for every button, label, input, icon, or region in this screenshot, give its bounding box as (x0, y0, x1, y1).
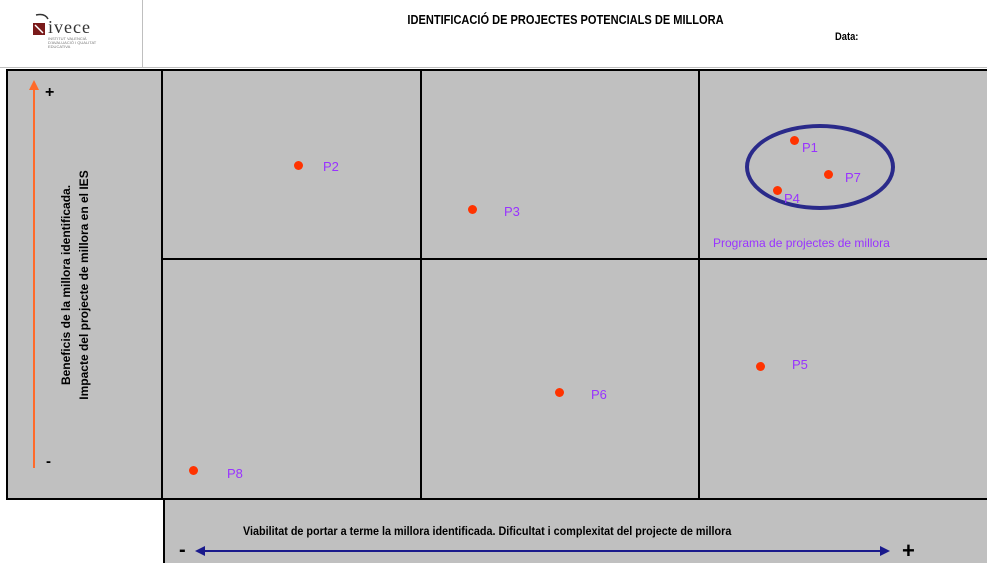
point-p6-marker (555, 388, 564, 397)
point-p4-marker (773, 186, 782, 195)
y-axis-title-line1: Beneficis de la millora identificada. (59, 184, 73, 386)
point-p3-label: P3 (504, 204, 520, 219)
x-axis-plus: + (902, 538, 915, 563)
y-axis-title: Beneficis de la millora identificada. Im… (57, 160, 97, 410)
y-axis-title-line2: Impacte del projecte de millora en el IE… (77, 170, 91, 400)
program-group-label: Programa de projectes de millora (713, 236, 890, 250)
logo-emblem-icon (33, 13, 49, 35)
point-p1-label: P1 (802, 140, 818, 155)
point-p8-label: P8 (227, 466, 243, 481)
y-axis-panel (6, 69, 163, 500)
header-divider (143, 67, 987, 68)
point-p2-label: P2 (323, 159, 339, 174)
y-axis-plus: + (45, 84, 55, 101)
page-title: IDENTIFICACIÓ DE PROJECTES POTENCIALS DE… (407, 12, 724, 27)
x-axis-arrow (195, 546, 890, 556)
point-p5-marker (756, 362, 765, 371)
program-group-ellipse (745, 124, 895, 210)
point-p8-marker (189, 466, 198, 475)
matrix-divider-v2 (698, 69, 700, 500)
logo-wordmark: ivece (48, 17, 91, 37)
point-p7-marker (824, 170, 833, 179)
point-p2-marker (294, 161, 303, 170)
x-axis-panel (163, 500, 987, 563)
x-axis-minus: - (179, 539, 186, 561)
point-p4-label: P4 (784, 191, 800, 206)
x-axis-title: Viabilitat de portar a terme la millora … (243, 524, 732, 538)
y-axis-minus: - (46, 453, 51, 470)
logo-cell (0, 0, 143, 68)
point-p1-marker (790, 136, 799, 145)
point-p6-label: P6 (591, 387, 607, 402)
matrix-divider-v1 (420, 69, 422, 500)
point-p3-marker (468, 205, 477, 214)
logo-subtitle: INSTITUT VALENCIÀ D'AVALUACIÓ I QUALITAT… (48, 36, 97, 49)
point-p7-label: P7 (845, 170, 861, 185)
date-label: Data: (835, 31, 859, 43)
matrix-divider-h (163, 258, 987, 260)
point-p5-label: P5 (792, 357, 808, 372)
y-axis-arrow (29, 80, 39, 468)
x-axis-panel-border (163, 500, 165, 563)
